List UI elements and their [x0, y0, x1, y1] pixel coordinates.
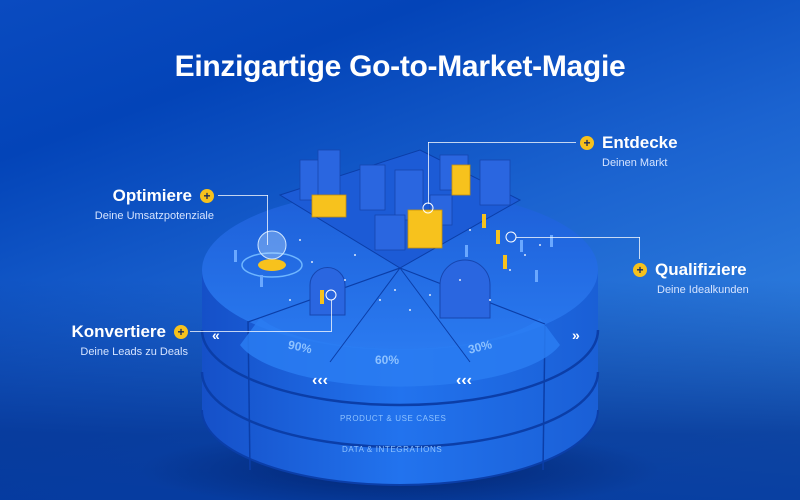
chevron-left-icon: ‹‹‹ [456, 372, 472, 389]
plus-icon[interactable]: + [200, 189, 214, 203]
callout-subtext: Deinen Markt [602, 157, 668, 169]
svg-text:»: » [572, 327, 580, 343]
page-title: Einzigartige Go-to-Market-Magie [174, 50, 626, 83]
plus-icon[interactable]: + [633, 263, 647, 277]
connector-line-konvertiere [190, 331, 332, 332]
callout-heading: Qualifiziere [655, 260, 747, 279]
connector-line-entdecke-v [428, 142, 429, 204]
callout-qualifiziere: + Qualifiziere Deine Idealkunden [633, 260, 749, 296]
callout-subtext: Deine Leads zu Deals [80, 346, 188, 358]
callout-subtext: Deine Idealkunden [657, 284, 749, 296]
connector-line-konvertiere-v [331, 300, 332, 331]
plus-icon[interactable]: + [174, 325, 188, 339]
connector-line-qualifiziere [516, 237, 640, 238]
callout-entdecke: + Entdecke Deinen Markt [580, 133, 678, 169]
svg-text:«: « [212, 327, 220, 343]
callout-subtext: Deine Umsatzpotenziale [94, 210, 214, 222]
connector-line-optimiere-v [267, 195, 268, 245]
connector-line-qualifiziere-v [639, 237, 640, 259]
connector-line-entdecke [428, 142, 576, 143]
layer-label-product: PRODUCT & USE CASES [340, 414, 447, 423]
plus-icon[interactable]: + [580, 136, 594, 150]
connector-line-optimiere [218, 195, 268, 196]
callout-konvertiere: Konvertiere + Deine Leads zu Deals [20, 322, 188, 358]
layer-label-data: DATA & INTEGRATIONS [342, 445, 443, 454]
callout-heading: Konvertiere [71, 322, 166, 341]
callout-heading: Entdecke [602, 133, 678, 152]
callout-heading: Optimiere [112, 186, 192, 205]
chevron-left-icon: ‹‹‹ [312, 372, 328, 389]
funnel-pct-60: 60% [375, 353, 400, 367]
callout-optimiere: Optimiere + Deine Umsatzpotenziale [30, 186, 214, 222]
